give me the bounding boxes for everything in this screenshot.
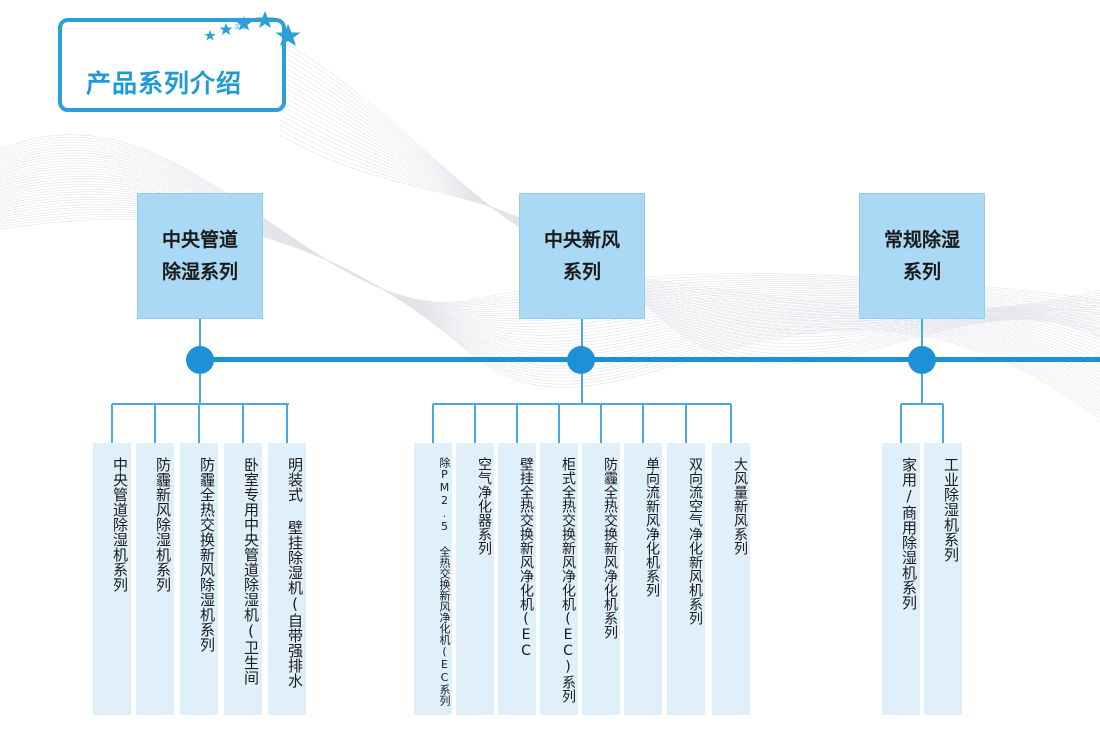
timeline-node [567,346,595,374]
product-item-label: 柜式全热交换新风净化机(EC)系列 [560,457,576,703]
item-connector [600,404,602,443]
product-item: 防霾新风除湿机系列 [136,443,174,715]
item-connector [286,404,288,443]
item-connector [474,404,476,443]
product-item: 防霾全热交换新风净化机系列 [582,443,620,715]
series-head-line1: 中央新风 [543,229,620,251]
branch-bar [433,403,731,405]
product-item-label: 除PM2.5 全热交换新风净化机(EC系列 [438,457,451,706]
product-item-label: 防霾全热交换新风净化机系列 [602,457,618,639]
product-item: 卧室专用中央管道除湿机(卫生间 [224,443,262,715]
item-connector [558,404,560,443]
item-connector [942,404,944,443]
product-item: 防霾全热交换新风除湿机系列 [180,443,218,715]
product-item: 柜式全热交换新风净化机(EC)系列 [540,443,578,715]
branch-stem [921,374,923,404]
product-item: 工业除湿机系列 [924,443,962,715]
product-item-label: 工业除湿机系列 [942,457,960,562]
logo-caption: 汉辉 [234,24,247,31]
product-item-label: 中央管道除湿机系列 [111,457,129,592]
item-connector [900,404,902,443]
product-item-label: 空气净化器系列 [476,457,492,555]
branch-bar [112,403,289,405]
item-connector [111,404,113,443]
branch-bar [901,403,943,405]
product-item-label: 明装式 壁挂除湿机(自带强排水 [286,457,304,688]
product-item: 双向流空气净化新风机系列 [667,443,705,715]
product-item-label: 双向流空气净化新风机系列 [687,457,703,625]
product-item: 中央管道除湿机系列 [93,443,131,715]
product-item: 壁挂全热交换新风净化机(EC [498,443,536,715]
product-item-label: 卧室专用中央管道除湿机(卫生间 [242,457,260,685]
timeline-node [186,346,214,374]
branch-stem [199,374,201,404]
page-title: 产品系列介绍 [86,69,243,98]
product-item: 明装式 壁挂除湿机(自带强排水 [268,443,306,715]
product-item-label: 家用/商用除湿机系列 [900,457,918,610]
product-item-label: 防霾全热交换新风除湿机系列 [198,457,216,652]
series-head-central-fresh-air: 中央新风系列 [519,193,645,319]
product-item: 家用/商用除湿机系列 [882,443,920,715]
head-stem [581,319,583,349]
series-head-line1: 中央管道 [161,229,238,251]
product-item: 大风量新风系列 [712,443,750,715]
star-logo-icon [204,11,301,46]
item-connector [685,404,687,443]
product-item-label: 壁挂全热交换新风净化机(EC [518,457,534,659]
item-connector [642,404,644,443]
series-head-regular-dehumidify: 常规除湿系列 [859,193,985,319]
product-item: 空气净化器系列 [456,443,494,715]
item-connector [516,404,518,443]
item-connector [730,404,732,443]
branch-stem [581,374,583,404]
series-head-central-duct-dehumidify: 中央管道除湿系列 [137,193,263,319]
series-head-line2: 除湿系列 [161,261,238,283]
product-item: 除PM2.5 全热交换新风净化机(EC系列 [414,443,452,715]
series-head-line1: 常规除湿 [883,229,960,251]
series-head-line2: 系列 [562,261,601,283]
title-frame: 产品系列介绍 [58,18,286,112]
item-connector [242,404,244,443]
head-stem [921,319,923,349]
series-head-line2: 系列 [902,261,941,283]
main-connector-line [200,357,1100,362]
item-connector [432,404,434,443]
timeline-node [908,346,936,374]
item-connector [154,404,156,443]
head-stem [199,319,201,349]
product-item-label: 大风量新风系列 [732,457,748,555]
product-item: 单向流新风净化机系列 [624,443,662,715]
product-item-label: 单向流新风净化机系列 [644,457,660,597]
product-item-label: 防霾新风除湿机系列 [154,457,172,592]
item-connector [198,404,200,443]
